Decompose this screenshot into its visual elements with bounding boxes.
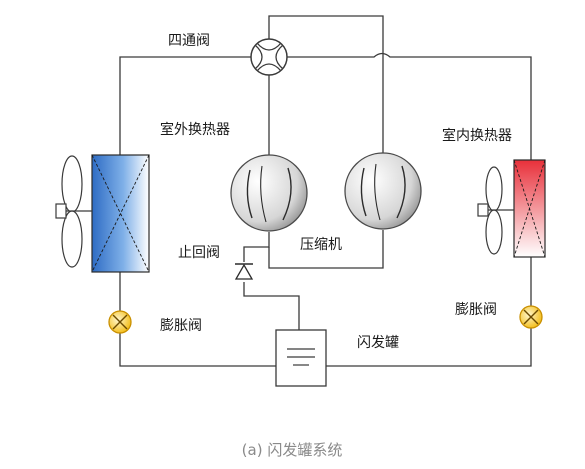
expansion-valve-left-label: 膨胀阀 — [160, 317, 202, 334]
indoor-heat-exchanger — [513, 159, 546, 258]
check-valve-label: 止回阀 — [178, 245, 220, 261]
outdoor-heat-exchanger — [91, 154, 150, 273]
refrigerant-pipes — [119, 15, 532, 367]
figure-caption: (a) 闪发罐系统 — [242, 441, 343, 459]
pipe-top-left — [119, 56, 251, 155]
expansion-valve-icon — [108, 310, 132, 334]
four-way-valve-label: 四通阀 — [168, 33, 210, 49]
expansion-valve-right-label: 膨胀阀 — [455, 301, 497, 318]
expansion-valve-icon — [519, 305, 543, 329]
flash-tank-label: 闪发罐 — [357, 335, 399, 351]
pipe-top-right — [287, 52, 532, 160]
outdoor-heat-exchanger-label: 室外换热器 — [160, 121, 230, 138]
pipe-check-valve-to-flash-tank — [243, 282, 300, 330]
flash-tank-icon — [275, 329, 327, 387]
scroll-compressor-icon — [230, 154, 308, 232]
fan-icon — [477, 166, 514, 255]
scroll-compressor-icon — [344, 152, 422, 230]
check-valve-icon — [234, 263, 254, 280]
pipe-compressor-link — [268, 230, 384, 269]
four-way-valve-icon — [250, 38, 288, 76]
pipe-flash-to-expansion-right — [326, 328, 532, 367]
indoor-heat-exchanger-label: 室内换热器 — [442, 127, 512, 144]
pipe-expansion-to-flash-left — [119, 333, 276, 367]
fan-icon — [55, 155, 92, 268]
pipe-valve-to-compressor-right — [268, 15, 384, 153]
compressor-label: 压缩机 — [300, 237, 342, 253]
pipe-compressor-to-check-valve — [243, 232, 270, 262]
